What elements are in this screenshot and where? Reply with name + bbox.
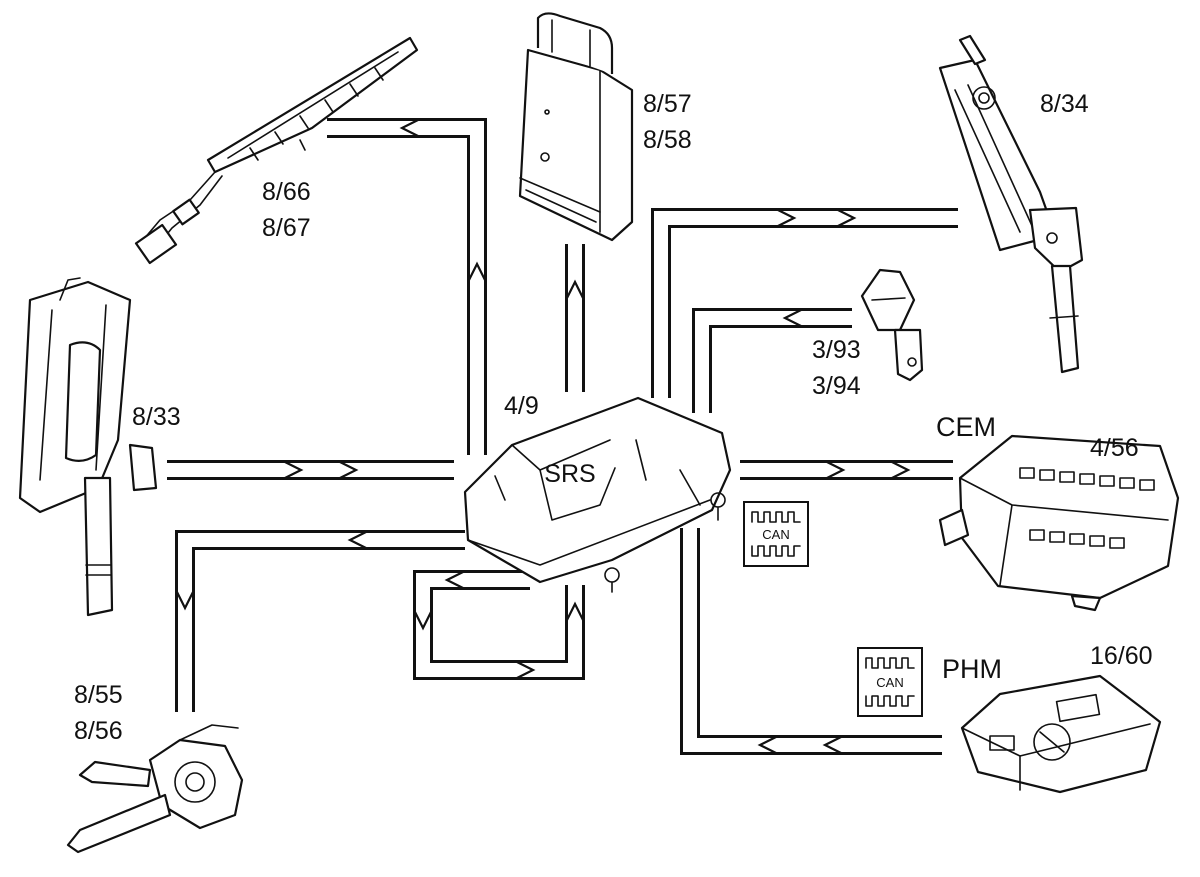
tensioner-left-label: 8/33 <box>132 403 181 431</box>
arrow-left-rail-1 <box>399 118 421 138</box>
arrow-cem-1 <box>824 460 846 480</box>
link-srs-to-phm <box>680 528 942 755</box>
link-srs-to-8-55 <box>175 530 465 712</box>
arrow-loop-3 <box>514 660 536 680</box>
link-srs-to-rail <box>327 118 487 455</box>
cem-name-label: CEM <box>936 412 996 442</box>
arrow-up-rail-1 <box>467 261 487 283</box>
arrow-phm-2 <box>822 735 844 755</box>
srs-ref-label: 4/9 <box>504 392 539 420</box>
cem-connector-grid <box>1019 467 1155 549</box>
arrow-855-down-1 <box>175 589 195 611</box>
buckle-label-2: 3/94 <box>812 372 861 400</box>
cem-unit <box>938 434 1180 612</box>
arrow-up-module-1 <box>565 279 585 301</box>
pretensioner-label-2: 8/56 <box>74 717 123 745</box>
module-top-label-1: 8/57 <box>643 90 692 118</box>
can-badge-phm: CAN <box>857 647 923 717</box>
link-srs-to-buckle <box>692 308 852 413</box>
arrow-right-834-2 <box>835 208 857 228</box>
module-top-label-2: 8/58 <box>643 126 692 154</box>
belt-tensioner-left <box>18 277 158 617</box>
arrow-left-buckle-1 <box>782 308 804 328</box>
arrow-833-1 <box>282 460 304 480</box>
phm-unit <box>960 674 1162 794</box>
belt-buckle <box>860 268 924 382</box>
srs-label: SRS <box>544 460 595 488</box>
pretensioner-lower <box>66 724 244 854</box>
rail-label-2: 8/67 <box>262 214 311 242</box>
can-badge-cem-text: CAN <box>762 527 789 542</box>
arrow-right-834-1 <box>775 208 797 228</box>
buckle-label-1: 3/93 <box>812 336 861 364</box>
belt-tensioner-right <box>938 34 1084 374</box>
link-srs-loop <box>413 570 585 680</box>
arrow-833-2 <box>337 460 359 480</box>
arrow-855-left-1 <box>347 530 369 550</box>
arrow-loop-1 <box>444 570 466 590</box>
rail-label-1: 8/66 <box>262 178 311 206</box>
arrow-cem-2 <box>889 460 911 480</box>
tensioner-right-label: 8/34 <box>1040 90 1089 118</box>
arrow-phm-1 <box>757 735 779 755</box>
flow-arrows <box>175 118 911 755</box>
cem-ref-label: 4/56 <box>1090 434 1139 462</box>
srs-control-unit: SRS <box>463 396 732 593</box>
phm-ref-label: 16/60 <box>1090 642 1153 670</box>
side-airbag-rail <box>134 36 419 265</box>
arrow-loop-2 <box>413 609 433 631</box>
pretensioner-label-1: 8/55 <box>74 681 123 709</box>
phm-name-label: PHM <box>942 654 1002 684</box>
can-badge-cem: CAN <box>743 501 809 567</box>
arrow-loop-4 <box>565 601 585 623</box>
connection-pipes <box>167 118 958 755</box>
link-srs-to-8-34 <box>651 208 958 398</box>
can-badge-phm-text: CAN <box>876 675 903 690</box>
top-module <box>518 12 634 242</box>
